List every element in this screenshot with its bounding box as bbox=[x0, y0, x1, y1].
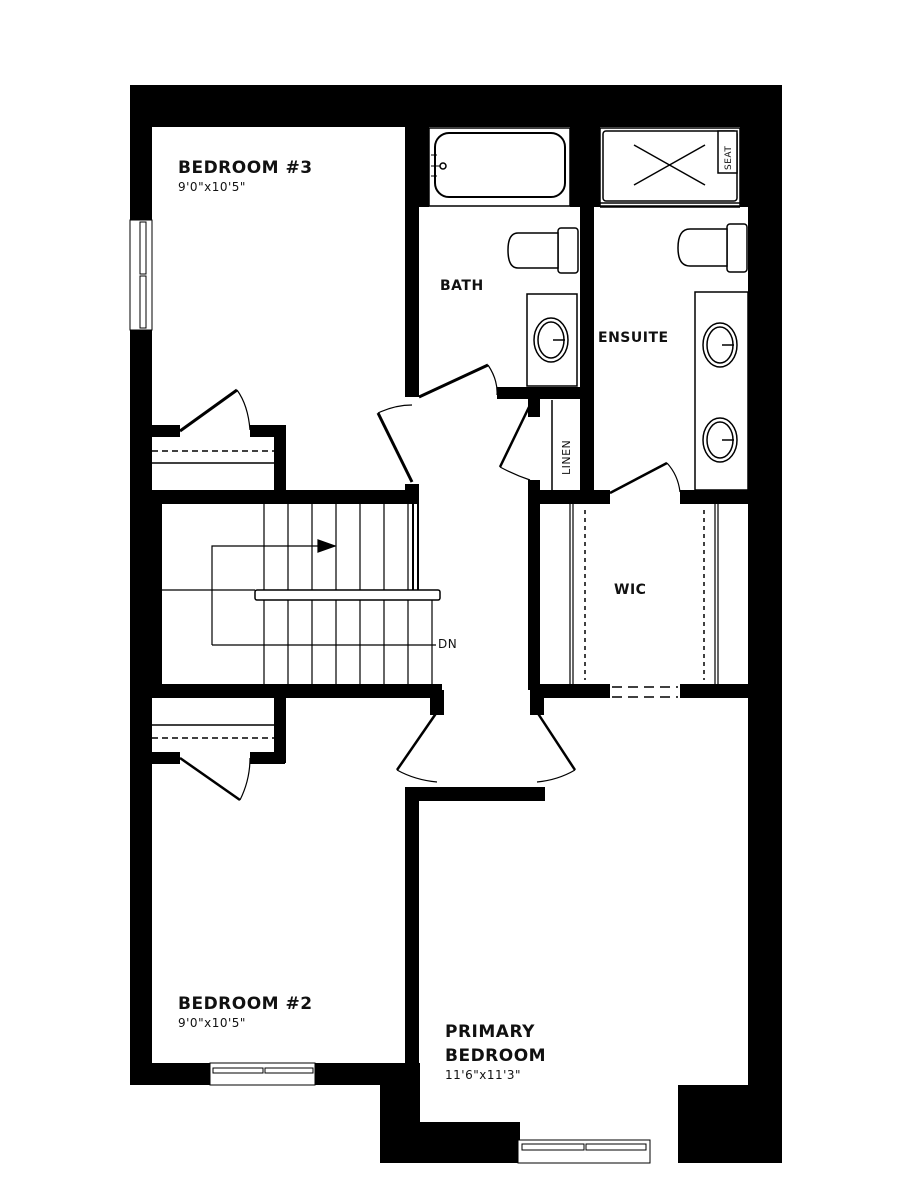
bathtub bbox=[428, 127, 571, 207]
room-label-bedroom3: BEDROOM #3 9'0"x10'5" bbox=[178, 158, 313, 194]
primary-name-line1: PRIMARY bbox=[445, 1022, 535, 1042]
room-label-bedroom2: BEDROOM #2 9'0"x10'5" bbox=[178, 994, 313, 1030]
interior-walls bbox=[152, 127, 748, 1077]
shower bbox=[599, 127, 741, 208]
bath-vanity bbox=[526, 293, 578, 387]
bedroom3-dimensions: 9'0"x10'5" bbox=[178, 180, 246, 194]
wic-shelving bbox=[569, 504, 719, 698]
primary-name-line2: BEDROOM bbox=[445, 1046, 547, 1066]
staircase bbox=[162, 495, 441, 684]
window-primary bbox=[517, 1139, 651, 1164]
shower-seat-label: SEAT bbox=[724, 145, 734, 170]
room-label-primary: PRIMARY BEDROOM 11'6"x11'3" bbox=[445, 1022, 546, 1082]
bedroom2-name: BEDROOM #2 bbox=[178, 994, 313, 1014]
bedroom2-dimensions: 9'0"x10'5" bbox=[178, 1016, 246, 1030]
closet-shelves bbox=[152, 450, 274, 739]
room-label-linen: LINEN bbox=[560, 439, 573, 475]
room-label-ensuite: ENSUITE bbox=[598, 330, 669, 346]
bath-toilet bbox=[507, 227, 579, 274]
primary-dimensions: 11'6"x11'3" bbox=[445, 1068, 522, 1082]
exterior-walls bbox=[130, 85, 782, 1163]
ensuite-toilet bbox=[677, 223, 748, 273]
room-label-bath: BATH bbox=[440, 278, 484, 294]
window-bedroom2 bbox=[209, 1062, 316, 1086]
doors bbox=[179, 363, 681, 802]
ensuite-vanity bbox=[694, 291, 749, 491]
room-label-wic: WIC bbox=[614, 582, 647, 598]
bedroom3-name: BEDROOM #3 bbox=[178, 158, 313, 178]
stairs-down-label: DN bbox=[438, 637, 458, 651]
window-bedroom3 bbox=[129, 219, 153, 331]
